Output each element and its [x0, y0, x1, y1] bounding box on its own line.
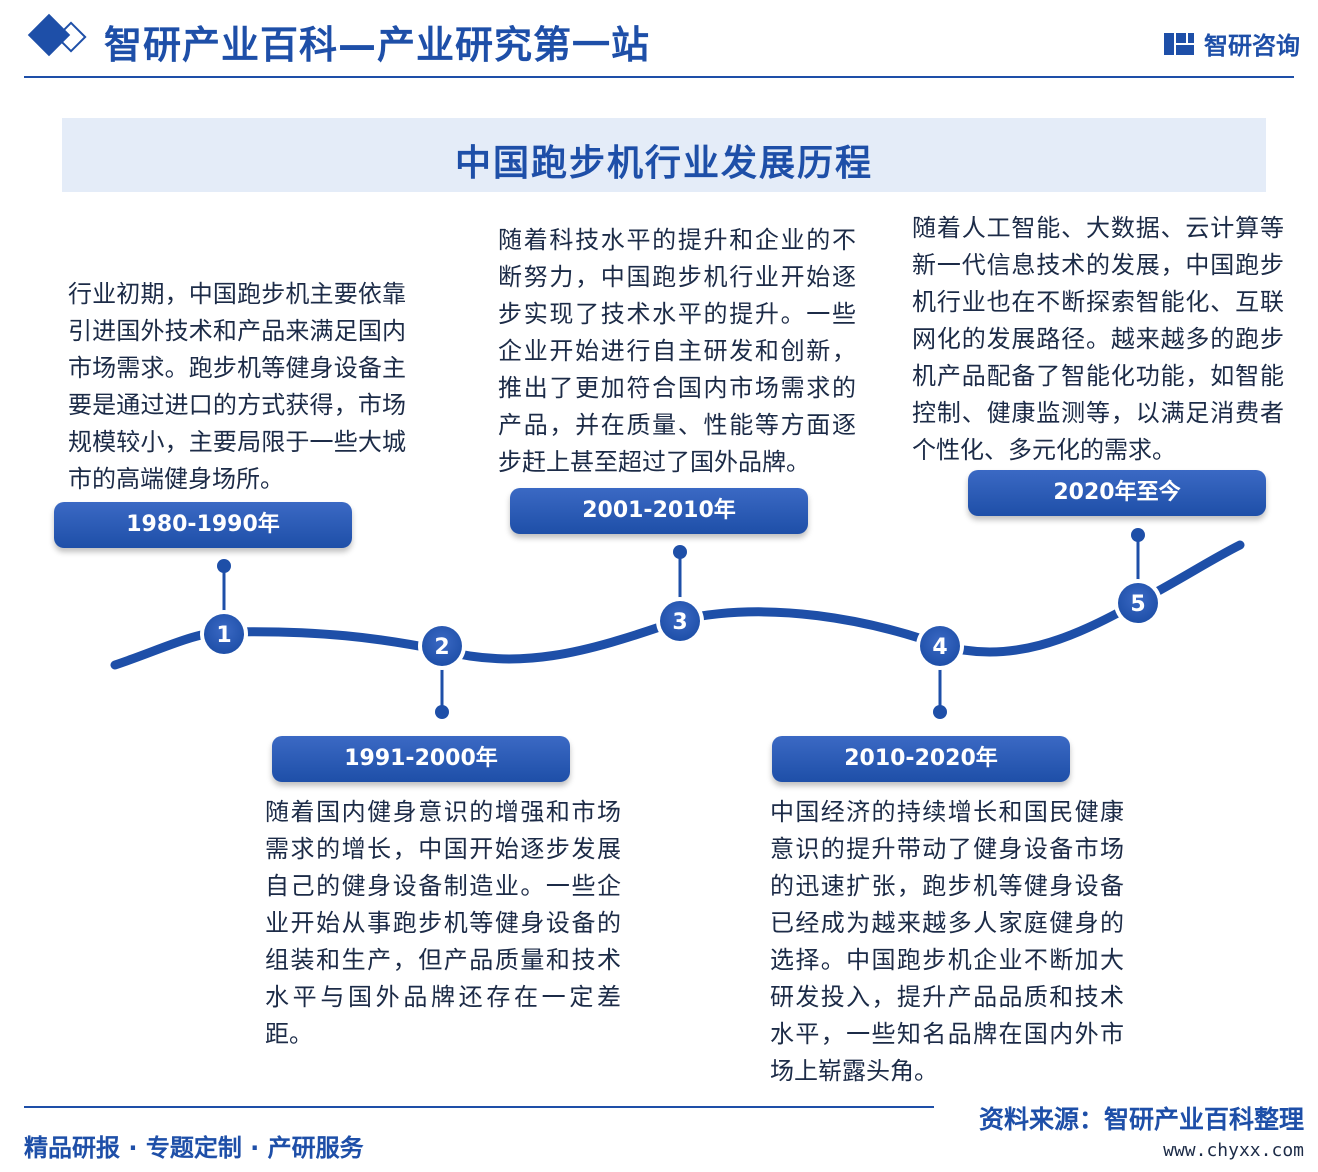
title-band: 中国跑步机行业发展历程 [62, 118, 1266, 192]
brand: 智研咨询 [1162, 26, 1300, 61]
stage-3-text: 随着科技水平的提升和企业的不断努力，中国跑步机行业开始逐步实现了技术水平的提升。… [498, 226, 856, 476]
connector-dot-5 [1131, 528, 1145, 542]
header-rule [24, 76, 1294, 78]
stage-5-text: 随着人工智能、大数据、云计算等新一代信息技术的发展，中国跑步机行业也在不断探索智… [912, 214, 1284, 464]
stage-2-text: 随着国内健身意识的增强和市场需求的增长，中国开始逐步发展自己的健身设备制造业。一… [265, 798, 621, 1048]
stage-4-text: 中国经济的持续增长和国民健康意识的提升带动了健身设备市场的迅速扩张，跑步机等健身… [770, 798, 1124, 1085]
page-header: 智研产业百科—产业研究第一站 智研咨询 [0, 0, 1318, 80]
node-3: 3 [656, 597, 704, 645]
node-number-3: 3 [672, 610, 687, 635]
stage-3-label: 2001-2010年 [510, 488, 808, 534]
node-number-5: 5 [1130, 592, 1145, 617]
connector-dot-2 [435, 705, 449, 719]
node-number-2: 2 [434, 635, 449, 660]
connector-dot-4 [933, 705, 947, 719]
footer-url: www.chyxx.com [1163, 1140, 1304, 1161]
node-4: 4 [916, 622, 964, 670]
stage-1-label: 1980-1990年 [54, 502, 352, 548]
node-2: 2 [418, 622, 466, 670]
node-number-4: 4 [932, 635, 947, 660]
brand-logo-icon [1164, 32, 1194, 55]
node-1: 1 [200, 610, 248, 658]
footer-tagline: 精品研报 · 专题定制 · 产研服务 [24, 1134, 364, 1162]
brand-name: 智研咨询 [1204, 32, 1300, 60]
stage-2-label: 1991-2000年 [272, 736, 570, 782]
stage-5-label: 2020年至今 [968, 470, 1266, 516]
connector-dot-1 [217, 559, 231, 573]
node-number-1: 1 [216, 623, 231, 648]
connector-dot-3 [673, 545, 687, 559]
footer-source: 资料来源：智研产业百科整理 [978, 1105, 1304, 1134]
node-5: 5 [1114, 579, 1162, 627]
header-title: 智研产业百科—产业研究第一站 [104, 23, 651, 67]
footer-rule [24, 1106, 934, 1108]
chart-title: 中国跑步机行业发展历程 [454, 143, 873, 184]
stage-1-text: 行业初期，中国跑步机主要依靠引进国外技术和产品来满足国内市场需求。跑步机等健身设… [68, 280, 406, 493]
stage-4-label: 2010-2020年 [772, 736, 1070, 782]
